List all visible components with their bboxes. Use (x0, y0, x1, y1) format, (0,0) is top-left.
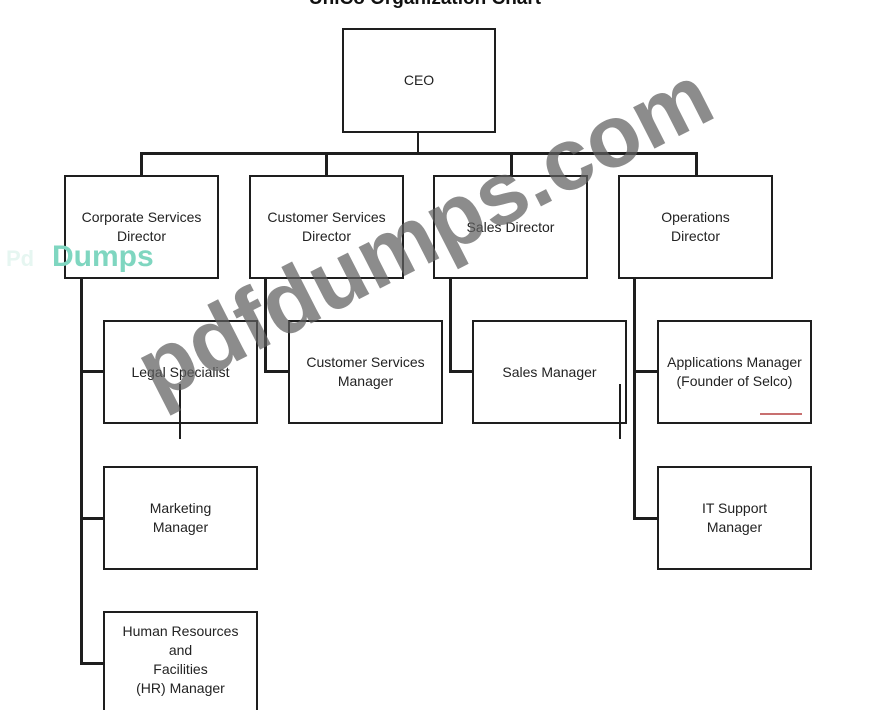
connector-to-sales-manager (449, 370, 474, 373)
connector-to-it-manager (633, 517, 658, 520)
node-customer-services-manager: Customer Services Manager (288, 320, 443, 424)
node-applications-manager: Applications Manager (Founder of Selco) (657, 320, 812, 424)
connector-to-marketing (80, 517, 104, 520)
connector-to-corporate (140, 152, 143, 176)
node-cs-manager-label: Customer Services Manager (306, 354, 425, 389)
node-apps-manager-label: Applications Manager (Founder of Selco) (667, 354, 802, 389)
node-customer-label: Customer Services Director (267, 209, 386, 244)
connector-to-customer (325, 152, 328, 176)
connector-to-apps-manager (633, 370, 658, 373)
node-sales-label: Sales Director (466, 218, 555, 235)
node-customer-services-director: Customer Services Director (249, 175, 404, 279)
node-marketing-label: Marketing Manager (149, 500, 212, 535)
node-operations-director: Operations Director (618, 175, 773, 279)
connector-to-operations (695, 152, 698, 176)
node-legal-label: Legal Specialist (131, 363, 230, 380)
connector-to-legal (80, 370, 104, 373)
node-marketing-manager: Marketing Manager (103, 466, 258, 570)
node-sales-manager-label: Sales Manager (502, 363, 597, 380)
chart-title: UniCo Organization Chart (0, 0, 850, 10)
connector-director-bus (141, 152, 697, 155)
connector-to-sales (510, 152, 513, 176)
connector-to-hr (80, 662, 104, 665)
stray-mark-legal (179, 384, 181, 439)
connector-ceo-down (417, 131, 419, 154)
brand-logo-text: Dumps (52, 240, 154, 273)
node-it-manager-label: IT Support Manager (701, 500, 768, 535)
node-it-support-manager: IT Support Manager (657, 466, 812, 570)
node-ceo-label: CEO (403, 72, 435, 88)
node-ceo: CEO (342, 28, 496, 133)
node-sales-director: Sales Director (433, 175, 588, 279)
connector-corporate-spine (80, 277, 83, 664)
node-corporate-label: Corporate Services Director (81, 209, 202, 244)
node-corporate-services-director: Corporate Services Director (64, 175, 219, 279)
connector-operations-spine (633, 277, 636, 519)
node-hr-label: Human Resources and Facilities (HR) Mana… (122, 623, 239, 696)
node-operations-label: Operations Director (661, 209, 730, 244)
stray-mark-sales (619, 384, 621, 439)
brand-prefix: Pd (6, 246, 35, 271)
node-hr-manager: Human Resources and Facilities (HR) Mana… (103, 611, 258, 710)
connector-sales-spine (449, 277, 452, 373)
connector-customer-spine (264, 277, 267, 373)
red-underline-mark (760, 413, 802, 415)
node-sales-manager: Sales Manager (472, 320, 627, 424)
connector-to-cs-manager (264, 370, 289, 373)
